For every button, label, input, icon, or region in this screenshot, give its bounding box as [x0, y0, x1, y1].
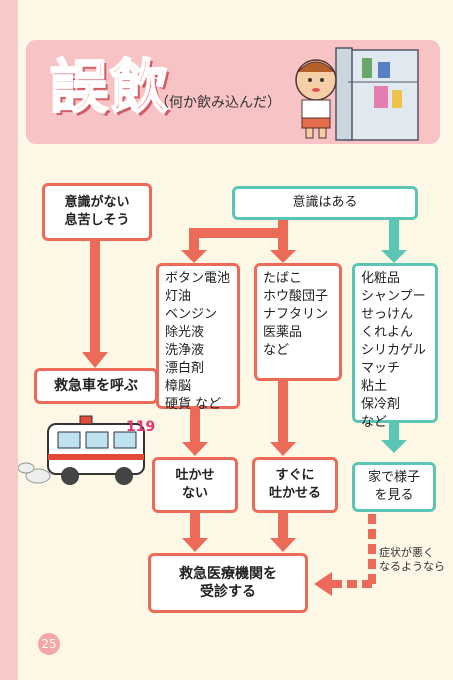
- vomit-items-box: たばこ ホウ酸団子 ナフタリン 医薬品 など: [254, 263, 342, 381]
- list-item: など: [263, 343, 290, 358]
- list-item: シャンプー: [361, 289, 426, 304]
- list-item: など: [361, 415, 388, 430]
- list-item: 医薬品: [263, 325, 303, 340]
- list-item: 除光液: [165, 325, 205, 340]
- conscious-box: 意識はある: [232, 186, 418, 220]
- ambulance-illustration: [18, 415, 145, 485]
- list-item: たばこ: [263, 271, 303, 286]
- list-item: ナフタリン: [263, 307, 329, 322]
- no-vomit-items-box: ボタン電池 灯油 ベンジン 除光液 洗浄液 漂白剤 樟脳 硬貨 など: [156, 263, 240, 412]
- child-at-fridge-illustration: [295, 47, 419, 141]
- visit-hospital-box: 救急医療機関を 受診する: [148, 553, 308, 613]
- list-item: 粘土: [361, 379, 388, 394]
- unconscious-box: 意識がない 息苦しそう: [42, 183, 152, 241]
- list-item: 化粧品: [361, 271, 401, 286]
- watch-at-home-box: 家で様子 を見る: [352, 462, 436, 512]
- list-item: 樟脳: [165, 379, 192, 394]
- list-item: ホウ酸団子: [263, 289, 329, 304]
- list-item: 漂白剤: [165, 361, 205, 376]
- symptom-worsen-note: 症状が悪く なるようなら: [379, 546, 445, 573]
- list-item: 硬貨 など: [165, 397, 222, 412]
- list-item: シリカゲル: [361, 343, 427, 358]
- page-subtitle: （何か飲み込んだ）: [155, 95, 281, 111]
- list-item: せっけん: [361, 307, 414, 322]
- page-title: 誤飲: [49, 53, 171, 121]
- side-stripe: [0, 0, 18, 680]
- list-item: 灯油: [165, 289, 192, 304]
- list-item: ボタン電池: [165, 271, 231, 286]
- list-item: マッチ: [361, 361, 401, 376]
- do-not-vomit-box: 吐かせ ない: [152, 457, 238, 513]
- list-item: 洗浄液: [165, 343, 205, 358]
- list-item: くれよん: [361, 325, 414, 340]
- ambulance-number: 119: [126, 419, 156, 435]
- call-ambulance-box: 救急車を呼ぶ: [34, 368, 158, 404]
- induce-vomit-box: すぐに 吐かせる: [252, 457, 338, 513]
- page-number: 25: [38, 633, 60, 655]
- home-watch-items-box: 化粧品 シャンプー せっけん くれよん シリカゲル マッチ 粘土 保冷剤 など: [352, 263, 438, 430]
- list-item: 保冷剤: [361, 397, 401, 412]
- list-item: ベンジン: [165, 307, 218, 322]
